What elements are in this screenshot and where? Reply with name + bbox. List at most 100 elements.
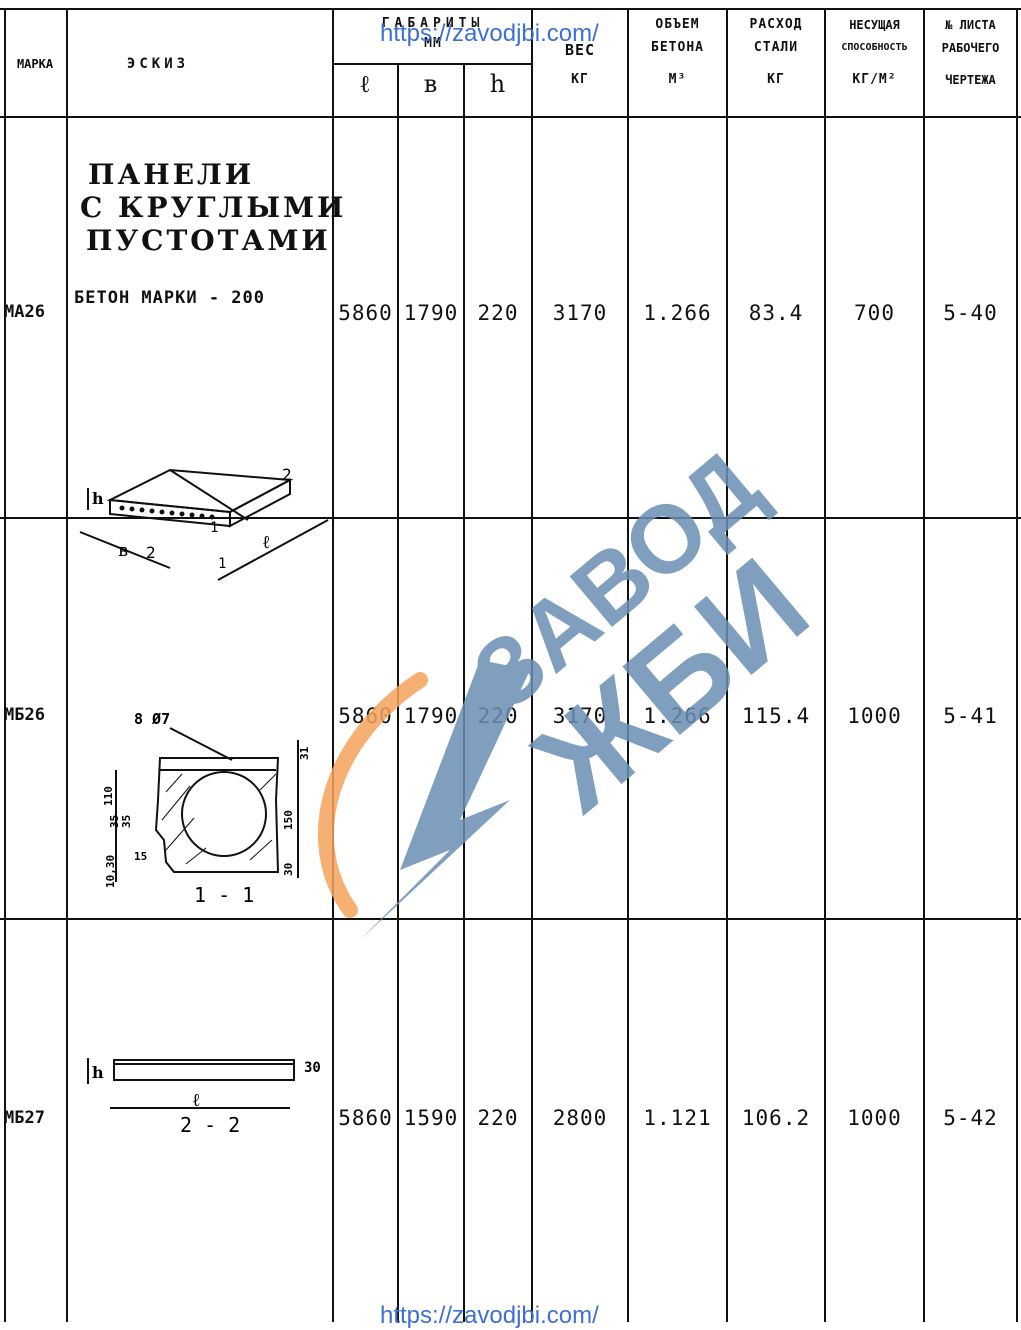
header-capacity-1: НЕСУЩАЯ	[849, 18, 900, 32]
iso-label-b: в	[118, 540, 128, 561]
row-mark: МБ26	[4, 705, 45, 725]
header-dim-b: в	[423, 70, 439, 98]
header-bottom-border	[0, 116, 1021, 118]
section-2-2-outline	[113, 1059, 295, 1081]
row-volume: 1.121	[643, 1106, 712, 1130]
dim-31: 31	[298, 746, 311, 760]
header-steel-2: СТАЛИ	[753, 40, 799, 55]
col-border-10	[1016, 8, 1018, 1322]
row-volume: 1.266	[643, 301, 712, 325]
rebar-label: 8 Ø7	[134, 710, 170, 728]
header-volume-2: БЕТОНА	[651, 40, 704, 55]
rebar-leader	[169, 727, 233, 761]
header-sheet-2: РАБОЧЕГО	[941, 41, 1000, 55]
panel-isometric-drawing: h в ℓ 1 1 2 2	[79, 465, 329, 581]
row-steel: 106.2	[741, 1106, 811, 1130]
void-circle	[181, 771, 267, 857]
header-volume-1: ОБЪЕМ	[655, 17, 700, 32]
row-h: 220	[477, 1106, 519, 1130]
header-capacity-unit: КГ/М²	[852, 72, 897, 87]
header-steel-unit: КГ	[767, 72, 785, 87]
row-h: 220	[477, 301, 519, 325]
table-top-border	[0, 8, 1021, 10]
watermark-lightning	[360, 660, 530, 940]
header-mark: МАРКА	[16, 57, 54, 71]
col-border-9	[923, 8, 925, 1322]
row-b: 1590	[403, 1106, 459, 1130]
row-weight: 3170	[552, 301, 608, 325]
col-border-7	[726, 8, 728, 1322]
watermark-arc	[317, 672, 428, 918]
dim-110: 110	[102, 786, 115, 806]
header-dims-unit: ММ	[424, 36, 442, 51]
panel-top-face	[106, 468, 294, 514]
row-sheet: 5-42	[943, 1106, 998, 1130]
col-border-6	[627, 8, 629, 1322]
row-capacity: 1000	[847, 1106, 902, 1130]
iso-cut-1b: 1	[218, 556, 226, 572]
panel-split-line	[169, 469, 249, 521]
row-steel: 83.4	[748, 301, 804, 325]
sec2-30-label: 30	[304, 1060, 321, 1076]
row-b: 1790	[403, 301, 459, 325]
col-border-8	[824, 8, 826, 1322]
header-dim-h: h	[489, 70, 507, 98]
watermark-url-top: https://zavodjbi.com/	[380, 20, 599, 47]
row-steel: 115.4	[741, 704, 811, 728]
row-sheet: 5-41	[943, 704, 998, 728]
section-2-2-label: 2 - 2	[180, 1113, 240, 1137]
iso-label-h: h	[92, 489, 104, 508]
row-l: 5860	[338, 301, 393, 325]
header-sheet-3: ЧЕРТЕЖА	[945, 73, 996, 87]
dim-line-b	[79, 531, 171, 569]
section-2-2-drawing: h 30 ℓ 2 - 2	[87, 1058, 321, 1137]
row-mark: МБ27	[4, 1108, 45, 1128]
dim-line-l	[217, 519, 329, 581]
section-1-1-drawing: 8 Ø7 110 35 35 10,30 15 31 150 30 1 - 1	[102, 710, 311, 907]
row-mark: МА26	[4, 302, 45, 322]
iso-label-l: ℓ	[262, 532, 271, 553]
section-outline	[154, 757, 280, 873]
watermark-logo: ЗАВОД ЖБИ	[317, 440, 810, 940]
iso-cut-2b: 2	[146, 543, 156, 562]
header-steel-1: РАСХОД	[749, 17, 803, 32]
header-capacity-2: СПОСОБНОСТЬ	[841, 42, 908, 53]
row-b: 1790	[403, 704, 459, 728]
row-divider-1	[0, 517, 1021, 519]
dim-10-30: 10,30	[104, 855, 117, 888]
row-capacity: 700	[854, 301, 895, 325]
dim-15: 15	[134, 850, 147, 863]
row-sheet: 5-40	[943, 301, 998, 325]
concrete-grade-label: БЕТОН МАРКИ - 200	[74, 288, 265, 308]
header-volume-unit: М³	[668, 72, 687, 87]
row-l: 5860	[338, 1106, 393, 1130]
header-weight: ВЕС	[564, 41, 596, 59]
col-border-5	[531, 8, 533, 1322]
dims-subheader-line	[333, 63, 533, 65]
header-weight-unit: КГ	[571, 72, 589, 87]
dim-35a: 35	[108, 815, 121, 828]
row-capacity: 1000	[847, 704, 902, 728]
dim-150: 150	[282, 810, 295, 830]
dim-35b: 35	[120, 815, 133, 828]
row-volume: 1.266	[643, 704, 712, 728]
row-weight: 3170	[552, 704, 608, 728]
row-divider-2	[0, 918, 1021, 920]
iso-cut-2a: 2	[282, 465, 292, 484]
row-weight: 2800	[552, 1106, 608, 1130]
dim-30: 30	[282, 863, 295, 876]
header-dims-title: ГАБАРИТЫ	[381, 16, 485, 31]
col-border-2	[332, 8, 334, 1322]
sketch-title-line2: С КРУГЛЫМИ	[80, 191, 347, 224]
sec2-h-label: h	[92, 1063, 104, 1082]
header-sheet-1: № ЛИСТА	[945, 18, 996, 32]
watermark-url-bottom: https://zavodjbi.com/	[380, 1302, 599, 1329]
col-border-4	[463, 63, 465, 1322]
iso-cut-1a: 1	[210, 520, 218, 536]
panel-side-face	[229, 478, 291, 528]
header-sketch: ЭСКИЗ	[126, 56, 190, 72]
col-border-0	[4, 8, 6, 1322]
col-border-1	[66, 8, 68, 1322]
sketch-title-line3: ПУСТОТАМИ	[86, 224, 331, 257]
header-dim-l: ℓ	[359, 70, 372, 98]
